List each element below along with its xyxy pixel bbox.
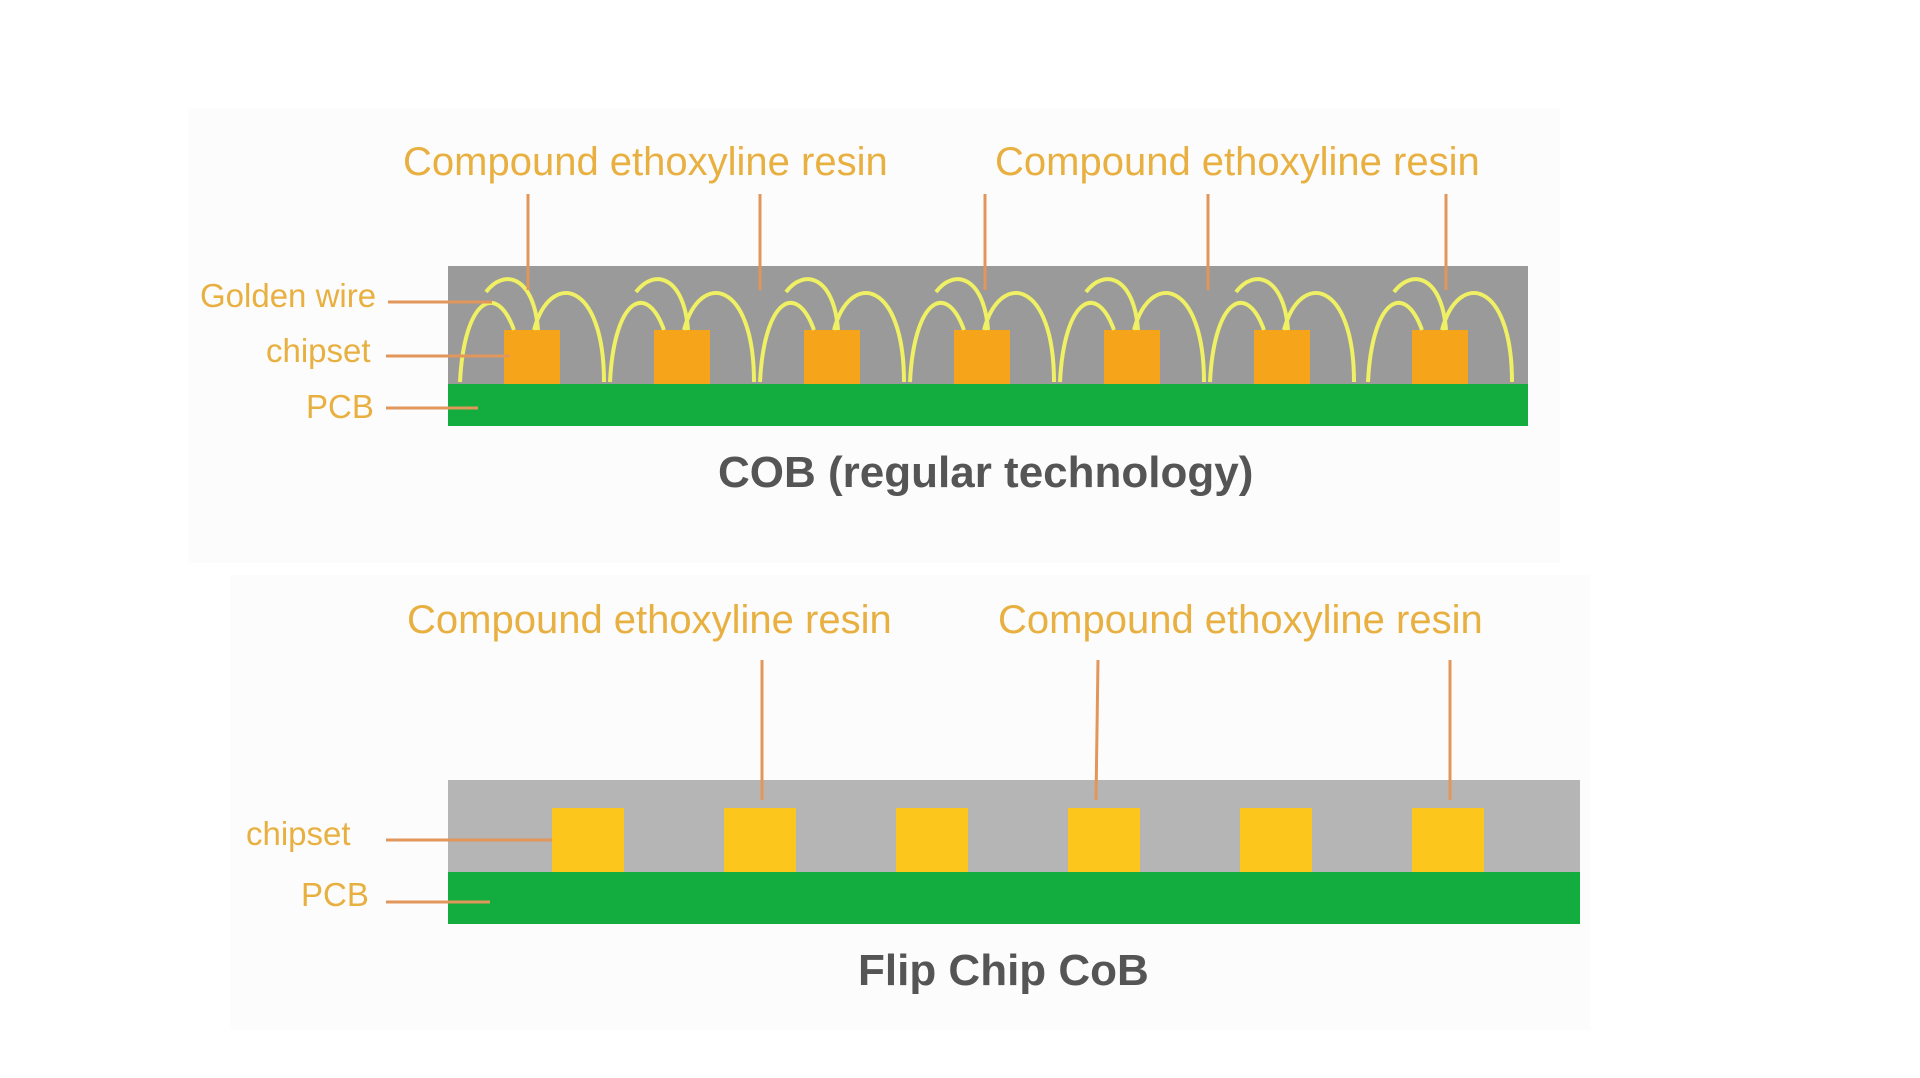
golden-wire-inner [1392,277,1448,331]
golden-wire-left [758,300,816,383]
golden-wire-inner [934,277,990,331]
flip-chip [1412,808,1484,872]
flip-resin-layer [448,780,1580,872]
cob-unit [1058,277,1206,384]
cob-unit [1208,277,1356,384]
cob-resin-label-right: Compound ethoxyline resin [995,140,1480,184]
golden-wire-right [1440,291,1514,383]
golden-wire-left [1366,300,1424,383]
flip-chip [896,808,968,872]
cob-chip [504,330,560,384]
flip-resin-label-left: Compound ethoxyline resin [407,598,892,642]
cob-caption: COB (regular technology) [718,448,1254,497]
flip-pcb-layer [448,872,1580,924]
flip-leader-lines [386,659,1452,904]
golden-wire-right [682,291,756,383]
golden-wire-inner [784,277,840,331]
golden-wire-right [532,291,606,383]
cob-resin-label-left: Compound ethoxyline resin [403,140,888,184]
cob-chip [654,330,710,384]
cob-leader-lines [386,194,1448,410]
flip-chip [552,808,624,872]
golden-wire-left [908,300,966,383]
cob-chip [1254,330,1310,384]
cob-unit [1366,277,1514,384]
cob-chip [804,330,860,384]
cob-unit [908,277,1056,384]
golden-wire-inner [1234,277,1290,331]
flip-chipset-label: chipset [246,815,351,852]
cob-pcb-label: PCB [306,388,374,425]
flip-chip [1068,808,1140,872]
golden-wire-left [608,300,666,383]
cob-chip [1104,330,1160,384]
golden-wire-label: Golden wire [200,277,377,314]
flip-caption: Flip Chip CoB [858,946,1149,995]
resin-leader-line [1094,659,1100,801]
golden-wire-left [1058,300,1116,383]
golden-wire-inner [634,277,690,331]
flip-resin-label-right: Compound ethoxyline resin [998,598,1483,642]
flip-chip-units [552,808,1484,872]
golden-wire-right [982,291,1056,383]
golden-wire-left [1208,300,1266,383]
cob-unit [758,277,906,384]
golden-wire-inner [1084,277,1140,331]
flip-pcb-label: PCB [301,876,369,913]
cob-pcb-layer [448,384,1528,426]
cob-chip [954,330,1010,384]
golden-wire-right [1132,291,1206,383]
golden-wire-inner [484,277,540,331]
golden-wire-right [832,291,906,383]
flip-chip [724,808,796,872]
cob-chip-units [458,277,1514,384]
cob-chip [1412,330,1468,384]
flip-chip [1240,808,1312,872]
cob-chipset-label: chipset [266,332,371,369]
golden-wire-right [1282,291,1356,383]
cob-unit [608,277,756,384]
cob-unit [458,277,606,384]
